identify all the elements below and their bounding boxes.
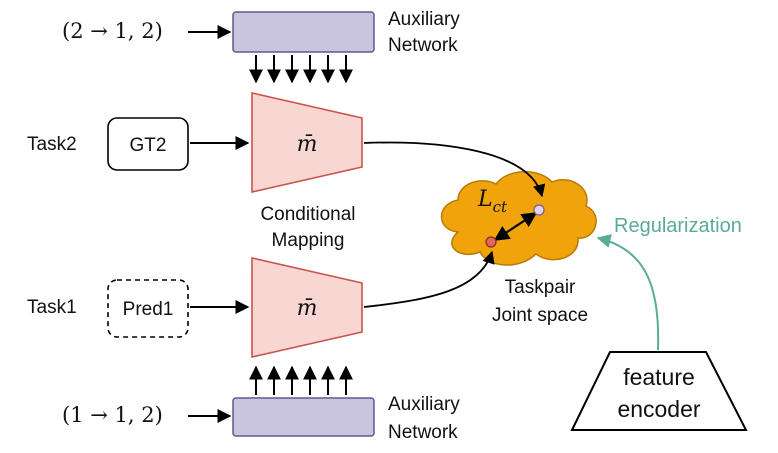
task2-mapping-symbol: m̄ bbox=[297, 132, 318, 157]
bottom-auxiliary-network-box bbox=[232, 397, 375, 437]
gt2-box bbox=[107, 117, 189, 171]
conditional-mapping-line1: Conditional bbox=[260, 204, 355, 225]
feature-encoder-line1: feature bbox=[623, 364, 695, 390]
loss-symbol: Lct bbox=[477, 187, 508, 216]
task1-conditional-mapping bbox=[251, 256, 363, 359]
top-aux-label-line1: Auxiliary bbox=[388, 9, 460, 30]
task2-to-joint-arrow bbox=[363, 141, 546, 198]
top-auxiliary-network-box bbox=[232, 11, 375, 53]
bottom-condition-arrows bbox=[249, 365, 353, 395]
task2-label: Task2 bbox=[27, 134, 77, 155]
task1-label: Task1 bbox=[27, 297, 77, 318]
task2-embedding-point bbox=[533, 204, 545, 216]
task1-embedding-point bbox=[485, 236, 497, 248]
task2-conditional-mapping bbox=[251, 91, 363, 194]
pred1-box bbox=[107, 279, 189, 338]
joint-space-cloud bbox=[440, 171, 597, 266]
top-condition-arrows bbox=[249, 55, 353, 84]
regularization-arrow bbox=[596, 234, 660, 351]
bottom-aux-label-line1: Auxiliary bbox=[388, 394, 460, 415]
bottom-aux-label-line2: Network bbox=[388, 422, 458, 443]
feature-encoder-line2: encoder bbox=[617, 396, 700, 422]
conditional-mapping-line2: Mapping bbox=[272, 230, 345, 251]
task1-mapping-symbol: m̄ bbox=[297, 296, 318, 321]
joint-space-line1: Taskpair bbox=[505, 277, 576, 298]
pred1-label: Pred1 bbox=[123, 299, 174, 320]
regularization-label: Regularization bbox=[614, 215, 742, 237]
bottom-input-label: (1 → 1, 2) bbox=[62, 403, 163, 427]
feature-encoder-box bbox=[570, 351, 748, 431]
loss-double-arrow bbox=[493, 212, 538, 241]
top-aux-label-line2: Network bbox=[388, 35, 458, 56]
top-input-label: (2 → 1, 2) bbox=[62, 19, 163, 43]
gt2-label: GT2 bbox=[130, 135, 167, 156]
joint-space-line2: Joint space bbox=[492, 305, 588, 326]
task1-to-joint-arrow bbox=[363, 250, 495, 308]
